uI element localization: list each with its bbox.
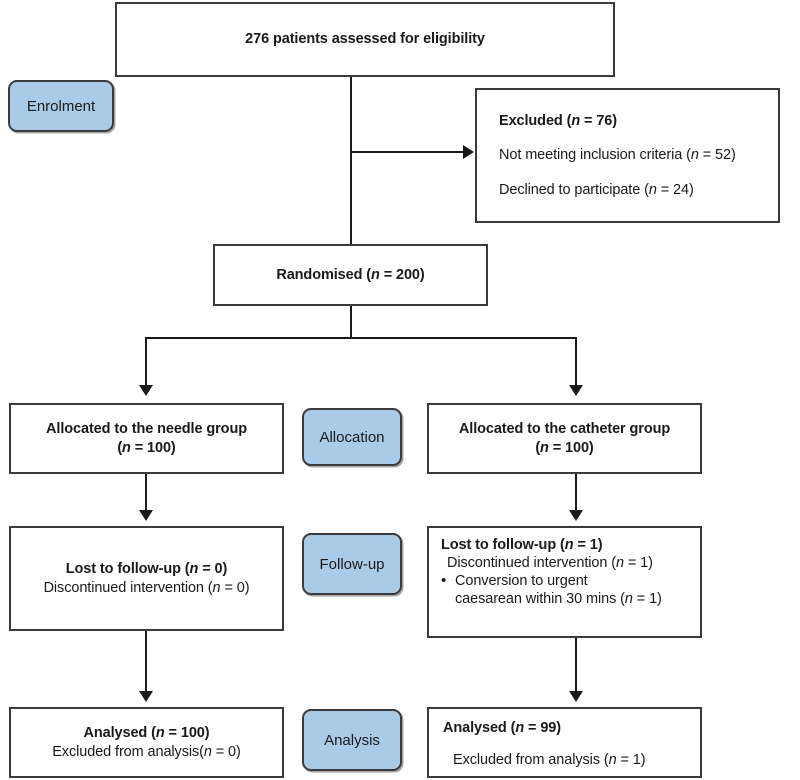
node-excluded: Excluded (n = 76) Not meeting inclusion … — [475, 88, 780, 223]
arrowhead-to-analysed-left-icon — [139, 691, 153, 702]
italic-n: n — [189, 561, 199, 578]
arrowhead-to-alloc-right-icon — [569, 385, 583, 396]
node-excluded-title: Excluded (n = 76) — [499, 113, 617, 130]
italic-n: n — [615, 555, 624, 572]
italic-n: n — [608, 752, 617, 769]
italic-n: n — [122, 439, 131, 456]
italic-n: n — [203, 743, 212, 760]
node-follow-right-bullet-text: Conversion to urgent caesarean within 30… — [455, 573, 662, 608]
connector-follow-right-to-analysed-right — [575, 637, 577, 693]
connector-assessed-to-excluded — [351, 151, 463, 153]
connector-randomised-stem — [350, 305, 352, 338]
connector-alloc-left-to-follow-left — [145, 473, 147, 512]
node-analysed-right-sub-1: Excluded from analysis (n = 1) — [453, 752, 646, 769]
node-allocated-catheter-group: Allocated to the catheter group (n = 100… — [427, 403, 702, 474]
node-alloc-right-line1: Allocated to the catheter group — [458, 421, 671, 438]
arrowhead-to-excluded-icon — [463, 145, 474, 159]
stage-label-analysis: Analysis — [302, 709, 402, 771]
italic-n: n — [371, 266, 380, 283]
node-assessed-title: 276 patients assessed for eligibility — [245, 31, 485, 48]
node-follow-right-sub-1: Discontinued intervention (n = 1) — [447, 555, 653, 572]
node-alloc-right-line2: (n = 100) — [535, 439, 594, 456]
node-lost-to-followup-catheter: Lost to follow-up (n = 1) Discontinued i… — [427, 526, 702, 638]
node-excluded-reason-2: Declined to participate (n = 24) — [499, 181, 694, 198]
connector-to-alloc-right — [575, 337, 577, 387]
arrowhead-to-follow-left-icon — [139, 510, 153, 521]
node-alloc-left-line1: Allocated to the needle group — [46, 421, 247, 438]
node-randomised-title: Randomised (n = 200) — [276, 266, 425, 283]
italic-n: n — [624, 591, 633, 608]
node-follow-left-title: Lost to follow-up (n = 0) — [65, 561, 228, 578]
stage-label-allocation-text: Allocation — [319, 428, 385, 446]
arrowhead-to-analysed-right-icon — [569, 691, 583, 702]
node-analysed-needle: Analysed (n = 100) Excluded from analysi… — [9, 707, 284, 778]
arrowhead-to-alloc-left-icon — [139, 385, 153, 396]
node-analysed-right-title: Analysed (n = 99) — [443, 720, 561, 736]
stage-label-enrolment-text: Enrolment — [26, 97, 96, 115]
italic-n: n — [155, 725, 165, 742]
node-alloc-left-line2: (n = 100) — [117, 439, 176, 456]
italic-n: n — [571, 113, 581, 130]
node-follow-right-bullet: • Conversion to urgent caesarean within … — [441, 572, 662, 608]
italic-n: n — [515, 720, 525, 736]
node-analysed-left-title: Analysed (n = 100) — [83, 725, 210, 742]
connector-to-alloc-left — [145, 337, 147, 387]
italic-n: n — [564, 537, 574, 553]
stage-label-enrolment: Enrolment — [8, 80, 114, 132]
stage-label-followup: Follow-up — [302, 533, 402, 595]
bullet-point-icon: • — [441, 572, 447, 590]
node-analysed-left-sub-1: Excluded from analysis(n = 0) — [52, 743, 241, 760]
node-lost-to-followup-needle: Lost to follow-up (n = 0) Discontinued i… — [9, 526, 284, 631]
connector-assessed-to-randomised — [350, 77, 352, 244]
connector-follow-left-to-analysed-left — [145, 630, 147, 693]
node-follow-left-sub-1: Discontinued intervention (n = 0) — [43, 579, 250, 596]
italic-n: n — [648, 181, 657, 198]
connector-randomised-split — [146, 337, 576, 339]
italic-n: n — [212, 579, 221, 596]
node-allocated-needle-group: Allocated to the needle group (n = 100) — [9, 403, 284, 474]
node-excluded-reason-1: Not meeting inclusion criteria (n = 52) — [499, 147, 736, 164]
italic-n: n — [690, 147, 699, 164]
node-randomised: Randomised (n = 200) — [213, 244, 488, 306]
stage-label-allocation: Allocation — [302, 408, 402, 466]
node-assessed-for-eligibility: 276 patients assessed for eligibility — [115, 2, 615, 77]
stage-label-analysis-text: Analysis — [324, 731, 380, 749]
stage-label-followup-text: Follow-up — [319, 555, 385, 573]
node-follow-right-title: Lost to follow-up (n = 1) — [441, 537, 603, 553]
connector-alloc-right-to-follow-right — [575, 473, 577, 512]
arrowhead-to-follow-right-icon — [569, 510, 583, 521]
node-analysed-catheter: Analysed (n = 99) Excluded from analysis… — [427, 707, 702, 778]
italic-n: n — [540, 439, 549, 456]
